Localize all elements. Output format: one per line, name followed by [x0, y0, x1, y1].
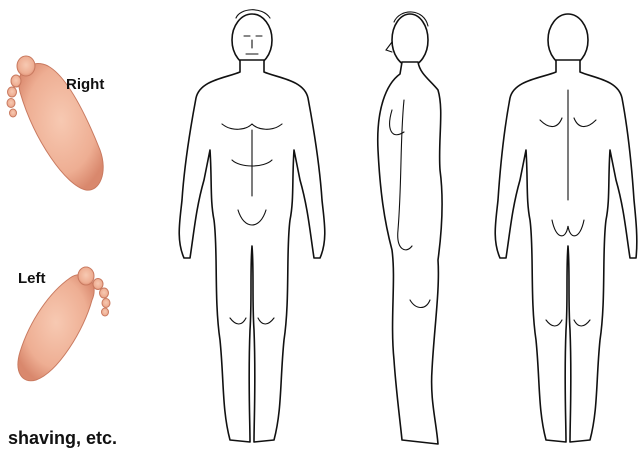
body-back-view[interactable]: [495, 14, 637, 442]
body-front-view[interactable]: [179, 10, 325, 442]
body-side-view[interactable]: [378, 12, 442, 444]
left-foot-label: Left: [18, 270, 46, 287]
right-foot-label: Right: [66, 76, 104, 93]
caption-text: shaving, etc.: [8, 428, 117, 449]
